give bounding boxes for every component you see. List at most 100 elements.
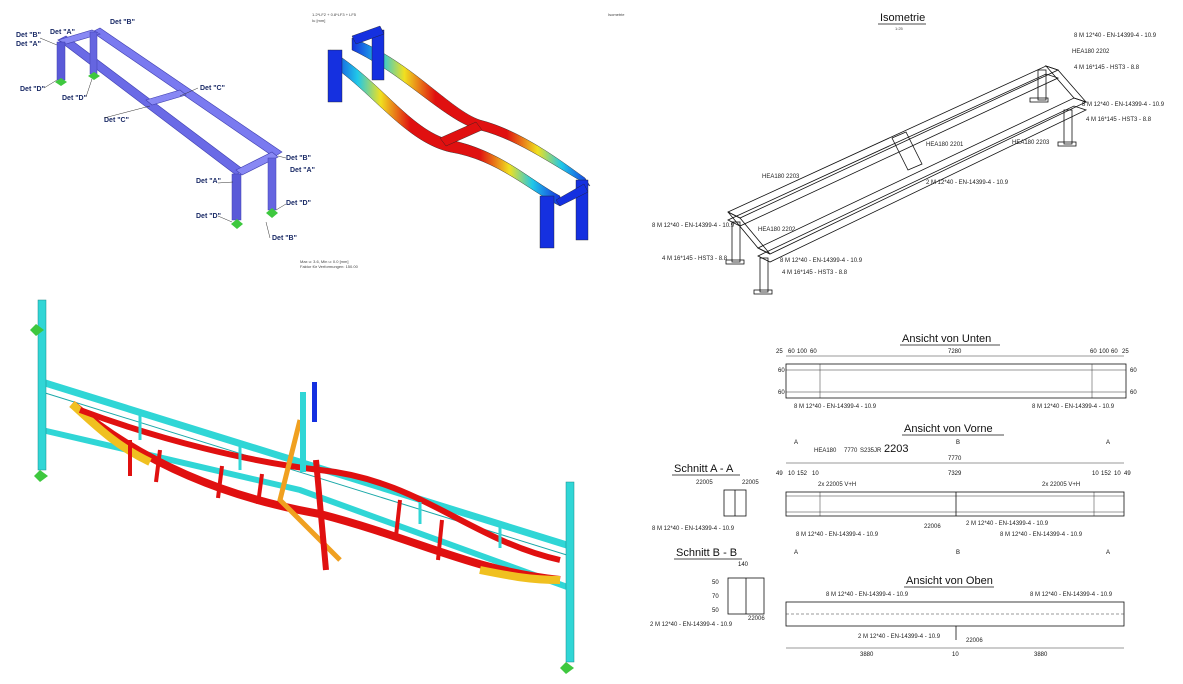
dim-value: 60 <box>810 349 817 355</box>
iso-note: HEA180 2201 <box>926 142 964 148</box>
detail-label: Det "A" <box>196 178 221 185</box>
iso-note: 4 M 16*145 - HST3 - 8.8 <box>662 256 728 262</box>
detail-label: Det "C" <box>200 85 225 92</box>
stiffener-note: 2x 22005 V+H <box>1042 482 1080 488</box>
dim-value: 60 <box>1090 349 1097 355</box>
dim-value: 50 <box>712 580 719 586</box>
section-b-b: Schnitt B - B 140 50 70 50 22006 2 M 12*… <box>650 547 765 628</box>
dim-value: 60 <box>1130 390 1137 396</box>
section-mark: B <box>956 440 960 446</box>
dim-value: 49 <box>776 471 783 477</box>
iso-note: HEA180 2203 <box>762 174 800 180</box>
iso-note: 8 M 12*40 - EN-14399-4 - 10.9 <box>780 258 863 264</box>
dim-value: 140 <box>738 562 749 568</box>
isometry-drawing: Isometrie 1:25 8 M 12*40 - EN-14399-4 - … <box>652 12 1165 295</box>
deformation-factor: Faktor für Verformungen: 150.00 <box>300 264 359 269</box>
detail-label: Det "B" <box>110 19 135 26</box>
dim-value: 60 <box>778 390 785 396</box>
iso-note: 4 M 16*145 - HST3 - 8.8 <box>782 270 848 276</box>
dim-value: 3880 <box>1034 652 1048 658</box>
section-b-title: Schnitt B - B <box>676 547 737 559</box>
bolt-note: 2 M 12*40 - EN-14399-4 - 10.9 <box>966 521 1049 527</box>
profile-name: HEA180 <box>814 448 837 454</box>
bolt-note: 8 M 12*40 - EN-14399-4 - 10.9 <box>794 404 877 410</box>
stiffener-note: 2x 22005 V+H <box>818 482 856 488</box>
dim-value: 25 <box>776 349 783 355</box>
bolt-note: 2 M 12*40 - EN-14399-4 - 10.9 <box>650 622 733 628</box>
detail-labels: Det "B" Det "A" Det "B" Det "A" Det "D" … <box>16 19 315 242</box>
dim-value: 10 <box>812 471 819 477</box>
dim-value: 49 <box>1124 471 1131 477</box>
detail-label: Det "D" <box>196 213 221 220</box>
dim-value: 3880 <box>860 652 874 658</box>
iso-note: 8 M 12*40 - EN-14399-4 - 10.9 <box>1082 102 1165 108</box>
section-a-title: Schnitt A - A <box>674 463 734 475</box>
isometry-scale: 1:25 <box>895 26 904 31</box>
section-a-a: Schnitt A - A 22005 22005 8 M 12*40 - EN… <box>652 463 759 532</box>
iso-note: 2 M 12*40 - EN-14399-4 - 10.9 <box>926 180 1009 186</box>
detail-label: Det "B" <box>272 235 297 242</box>
dim-value: 10 <box>1092 471 1099 477</box>
detail-label: Det "C" <box>104 117 129 124</box>
dim-value: 7280 <box>948 349 962 355</box>
detail-label: Det "B" <box>286 155 311 162</box>
bolt-note: 8 M 12*40 - EN-14399-4 - 10.9 <box>1000 532 1083 538</box>
part-number: 22005 <box>696 480 713 486</box>
iso-note: HEA180 2202 <box>1072 49 1110 55</box>
section-mark: B <box>956 550 960 556</box>
part-number: 22006 <box>924 524 941 530</box>
bolt-note: 8 M 12*40 - EN-14399-4 - 10.9 <box>796 532 879 538</box>
iso-note: 8 M 12*40 - EN-14399-4 - 10.9 <box>652 223 735 229</box>
section-mark: A <box>794 440 798 446</box>
iso-note: 8 M 12*40 - EN-14399-4 - 10.9 <box>1074 33 1157 39</box>
iso-note: 4 M 16*145 - HST3 - 8.8 <box>1086 117 1152 123</box>
fem-deformation-plot: 1.2*LF2 + 0.8*LF3 + LF5 Iu [mm] Isometri… <box>300 12 625 269</box>
dim-value: 60 <box>1111 349 1118 355</box>
fem-frame-plot <box>30 299 575 674</box>
position-number: 2203 <box>884 443 908 455</box>
view-from-above: Ansicht von Oben 8 M 12*40 - EN-14399-4 … <box>785 575 1125 658</box>
bolt-note: 8 M 12*40 - EN-14399-4 - 10.9 <box>1030 592 1113 598</box>
section-mark: A <box>794 550 798 556</box>
part-number: 22006 <box>966 638 983 644</box>
section-mark: A <box>1106 550 1110 556</box>
isometry-title: Isometrie <box>880 12 925 24</box>
view-from-front: Ansicht von Vorne A B A HEA180 7770 S235… <box>776 423 1131 556</box>
frame-isometric-view <box>55 27 283 229</box>
section-mark: A <box>1106 440 1110 446</box>
dim-value: 100 <box>797 349 808 355</box>
material-grade: S235JR <box>860 448 882 454</box>
dim-value: 10 <box>788 471 795 477</box>
detail-label: Det "D" <box>286 200 311 207</box>
view-below-title: Ansicht von Unten <box>902 333 991 345</box>
dim-value: 50 <box>712 608 719 614</box>
dim-value: 60 <box>788 349 795 355</box>
bolt-note: 8 M 12*40 - EN-14399-4 - 10.9 <box>652 526 735 532</box>
view-front-title: Ansicht von Vorne <box>904 423 993 435</box>
dim-value: 70 <box>712 594 719 600</box>
length-tag: 7770 <box>844 448 858 454</box>
iso-note: HEA180 2203 <box>1012 140 1050 146</box>
detail-label: Det "A" <box>290 167 315 174</box>
result-unit: Iu [mm] <box>312 18 325 23</box>
dim-value: 152 <box>797 471 808 477</box>
detail-label: Det "D" <box>20 86 45 93</box>
dim-value: 10 <box>952 652 959 658</box>
bolt-note: 8 M 12*40 - EN-14399-4 - 10.9 <box>826 592 909 598</box>
dim-value: 60 <box>1130 368 1137 374</box>
dim-value: 152 <box>1101 471 1112 477</box>
detail-label: Det "A" <box>50 29 75 36</box>
view-name: Isometrie <box>608 12 625 17</box>
detail-label: Det "A" <box>16 41 41 48</box>
dim-value: 7329 <box>948 471 962 477</box>
dim-value: 10 <box>1114 471 1121 477</box>
view-from-below: Ansicht von Unten 25 60 100 60 7280 60 1… <box>776 333 1137 410</box>
view-above-title: Ansicht von Oben <box>906 575 993 587</box>
dim-value: 7770 <box>948 456 962 462</box>
dim-value: 60 <box>778 368 785 374</box>
part-number: 22006 <box>748 616 765 622</box>
dim-value: 100 <box>1099 349 1110 355</box>
iso-note: HEA180 2202 <box>758 227 796 233</box>
